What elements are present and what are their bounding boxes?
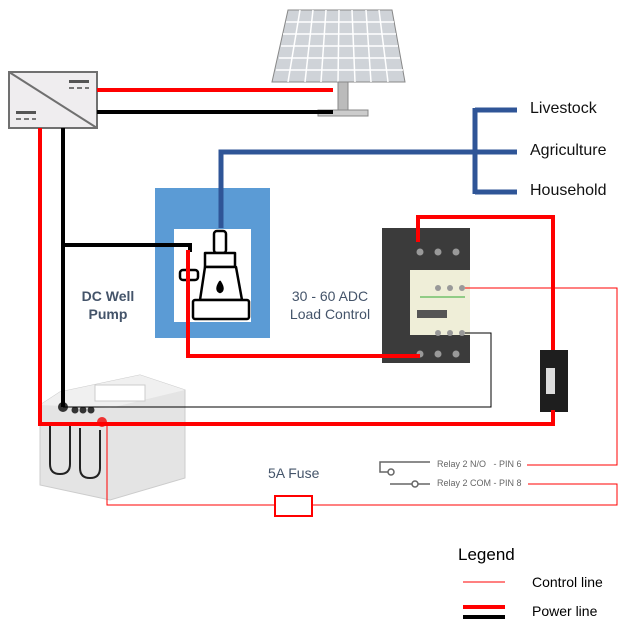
water-pipe [218, 107, 517, 228]
fuse-icon [274, 495, 313, 517]
pump-label: DC Well Pump [81, 288, 135, 322]
output-household: Household [530, 182, 607, 199]
contactor-icon [382, 228, 470, 363]
output-livestock: Livestock [530, 100, 597, 117]
relay-no-label: Relay 2 N/O - PIN 6 [437, 459, 522, 469]
charge-controller-icon [8, 71, 98, 129]
pump-icon [178, 229, 251, 321]
legend-power-label: Power line [532, 603, 598, 619]
battery-icon [39, 374, 186, 501]
relay-com-label: Relay 2 COM - PIN 8 [437, 478, 522, 488]
load-control-label: 30 - 60 ADC Load Control [289, 288, 371, 322]
legend-title: Legend [458, 545, 515, 564]
control-lines [63, 287, 618, 506]
fuse-label: 5A Fuse [268, 465, 320, 481]
relay-switch-icon [379, 461, 430, 488]
solar-panel-icon [271, 9, 406, 117]
output-agriculture: Agriculture [530, 142, 607, 159]
legend-control-label: Control line [532, 574, 603, 590]
breaker-icon [540, 350, 568, 412]
power-lines [38, 88, 555, 426]
